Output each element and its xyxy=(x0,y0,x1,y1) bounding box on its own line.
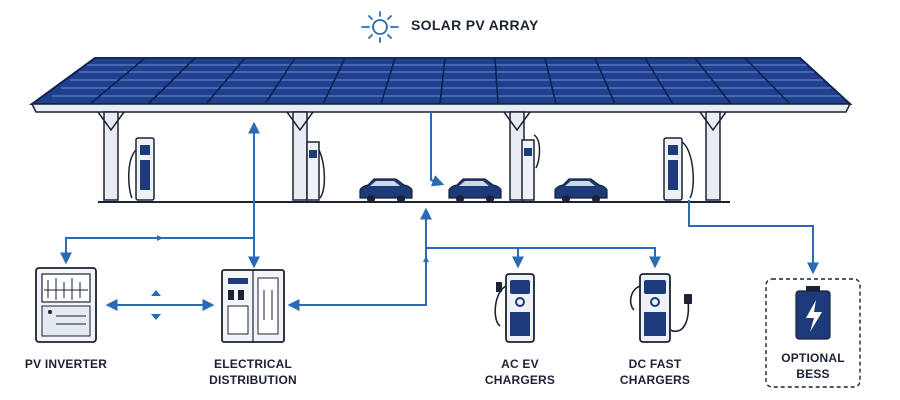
canopy-charger-3 xyxy=(521,134,541,201)
label-ac-ev-chargers: AC EV CHARGERS xyxy=(484,357,556,387)
car-2 xyxy=(448,178,502,203)
solar-canopy xyxy=(28,57,853,203)
label-dc-fast-chargers: DC FAST CHARGERS xyxy=(619,357,691,387)
lightning-bolt-icon xyxy=(806,300,822,332)
canopy-charger-1 xyxy=(128,137,155,201)
diagram-title: SOLAR PV ARRAY xyxy=(411,17,539,33)
pv-inverter-icon xyxy=(35,267,97,343)
electrical-distribution-icon xyxy=(221,269,285,343)
ac-ev-charger-icon xyxy=(494,273,535,343)
label-electrical-distribution: ELECTRICAL DISTRIBUTION xyxy=(209,357,297,387)
car-1 xyxy=(359,178,413,203)
energy-flow-lines xyxy=(60,112,819,311)
canopy-charger-4 xyxy=(663,137,695,201)
dc-fast-charger-icon xyxy=(629,273,692,343)
sun-icon xyxy=(361,11,399,43)
flow-direction-markers xyxy=(151,235,429,320)
canopy-charger-2 xyxy=(306,141,326,201)
label-optional-bess: OPTIONAL BESS xyxy=(781,351,845,381)
label-pv-inverter: PV INVERTER xyxy=(24,357,108,371)
car-3 xyxy=(554,178,608,203)
